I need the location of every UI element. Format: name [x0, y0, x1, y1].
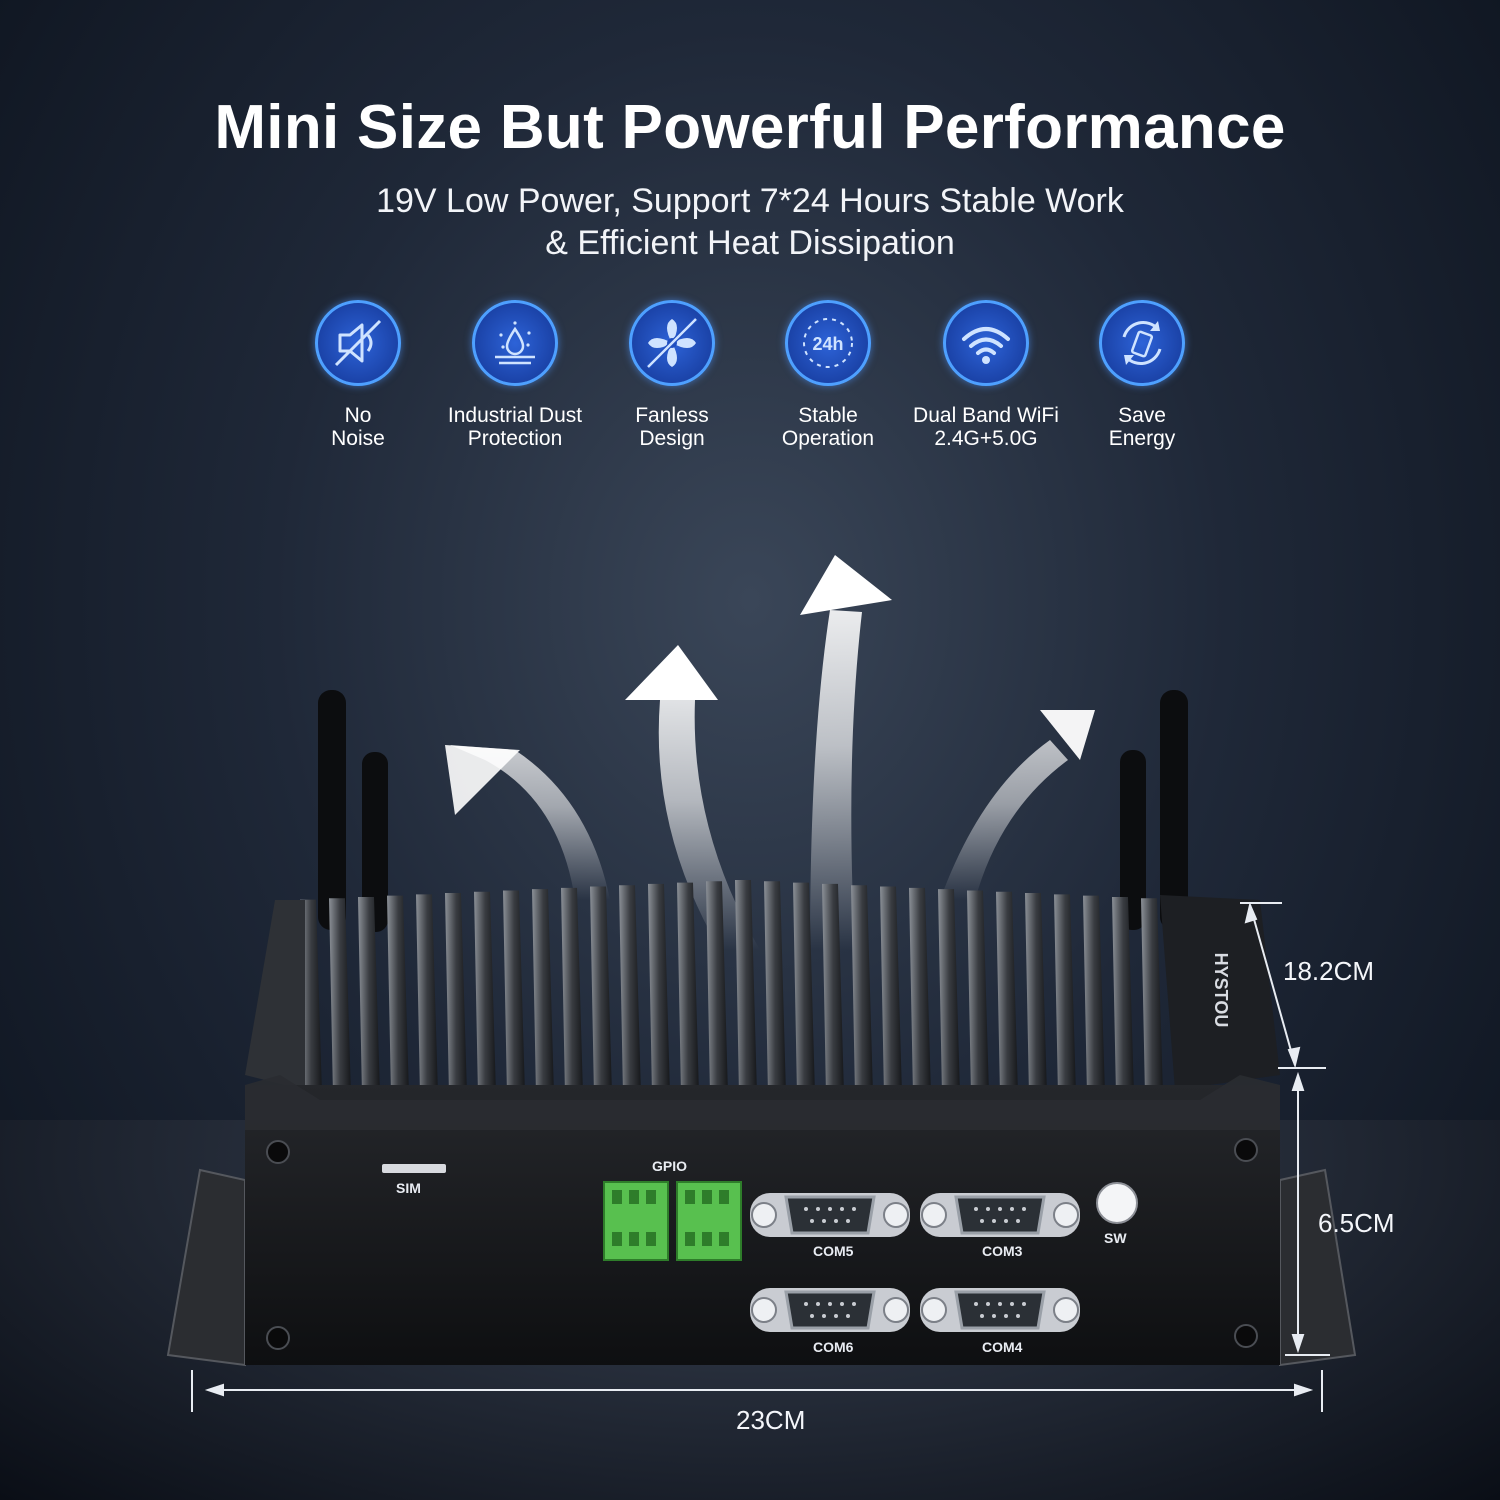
heatsink-fin — [474, 891, 496, 1095]
feature-label-line-1: Industrial Dust — [447, 404, 583, 427]
feature-label-line-2: 2.4G+5.0G — [934, 427, 1038, 450]
heatsink-fin — [445, 893, 467, 1095]
heatsink-fin — [880, 886, 902, 1095]
subheadline-line-2: & Efficient Heat Dissipation — [545, 224, 955, 262]
heatsink-fin — [1141, 898, 1163, 1095]
heatsink-fin — [590, 886, 612, 1095]
battery-cycle-icon — [1099, 300, 1185, 386]
depth-dimension-label: 18.2CM — [1283, 956, 1375, 986]
db9-port — [920, 1193, 1080, 1237]
heatsink-fin — [967, 890, 989, 1095]
feature-save-energy: Save Energy — [1052, 300, 1232, 450]
crossed-fan-icon — [629, 300, 715, 386]
right-bracket — [1279, 1168, 1357, 1367]
headline: Mini Size But Powerful Performance — [214, 93, 1286, 162]
com4-label: COM4 — [982, 1339, 1023, 1355]
com6-label: COM6 — [813, 1339, 854, 1355]
heatsink-fin — [851, 885, 873, 1095]
heatsink-fin — [996, 891, 1018, 1095]
wifi-icon — [943, 300, 1029, 386]
sw-label: SW — [1104, 1230, 1127, 1246]
heatsink-fin — [300, 899, 322, 1095]
24h-clock-icon: 24h — [785, 300, 871, 386]
heatsink-fin — [822, 883, 844, 1095]
gpio-label: GPIO — [652, 1158, 688, 1174]
muted-speaker-icon — [315, 300, 401, 386]
feature-label-line-1: Save — [1118, 404, 1166, 427]
sim-label: SIM — [396, 1180, 421, 1196]
feature-dual-band-wifi: Dual Band WiFi 2.4G+5.0G — [896, 300, 1076, 450]
feature-label-line-1: Dual Band WiFi — [913, 404, 1059, 427]
dimension-lines — [191, 901, 1330, 1412]
brand-mark: HYSTOU — [1211, 953, 1231, 1028]
antennas — [318, 690, 1188, 932]
right-side-block — [1160, 895, 1280, 1090]
heatsink-fin — [532, 889, 554, 1095]
heatsink-fin — [329, 898, 351, 1095]
heatsink-fin — [561, 887, 583, 1095]
dust-protection-icon — [472, 300, 558, 386]
heatsink-fin — [1025, 893, 1047, 1095]
heatsink-fin — [1112, 896, 1134, 1095]
heatsink-fin — [735, 880, 757, 1095]
feature-label-line-2: Energy — [1108, 427, 1176, 450]
feature-label-line-2: Operation — [781, 427, 875, 450]
heatsink-fin — [938, 889, 960, 1095]
db9-port — [750, 1193, 910, 1237]
heatsink-fin — [764, 881, 786, 1095]
feature-dust-protection: Industrial Dust Protection — [425, 300, 605, 450]
heatsink-fin — [387, 895, 409, 1095]
feature-stable-operation: 24h Stable Operation — [738, 300, 918, 450]
heatsink-fin — [706, 881, 728, 1095]
heatsink-fin — [1083, 895, 1105, 1095]
left-side-block — [245, 900, 305, 1090]
width-dimension-label: 23CM — [736, 1405, 806, 1435]
feature-label-line-1: Stable — [798, 404, 858, 427]
heat-arrows — [445, 555, 1095, 950]
feature-label-line-1: No — [344, 404, 372, 427]
power-switch — [1096, 1182, 1138, 1224]
heatsink-fin — [793, 882, 815, 1095]
db9-port — [920, 1288, 1080, 1332]
height-dimension-label: 6.5CM — [1318, 1208, 1395, 1238]
feature-label-line-2: Noise — [331, 427, 385, 450]
feature-row: No Noise Industrial Dust Protection — [0, 300, 1500, 460]
com5-label: COM5 — [813, 1243, 854, 1259]
feature-label-line-2: Design — [639, 427, 705, 450]
heatsink-fin — [677, 882, 699, 1095]
heatsink-fin — [503, 890, 525, 1095]
feature-label-line-2: Protection — [467, 427, 563, 450]
24h-badge: 24h — [812, 334, 843, 354]
feature-fanless: Fanless Design — [582, 300, 762, 450]
gpio-terminals — [603, 1181, 742, 1261]
heatsink-fin — [648, 883, 670, 1095]
panel-screws — [266, 1138, 1258, 1350]
db9-port — [750, 1288, 910, 1332]
heatsink-fin — [619, 885, 641, 1095]
heatsink-fin — [416, 894, 438, 1095]
heatsink-fin — [1054, 894, 1076, 1095]
feature-no-noise: No Noise — [268, 300, 448, 450]
subheadline-line-1: 19V Low Power, Support 7*24 Hours Stable… — [376, 182, 1124, 220]
heatsink-fin — [909, 887, 931, 1095]
com-ports — [750, 1193, 1080, 1332]
left-bracket — [166, 1168, 246, 1367]
com3-label: COM3 — [982, 1243, 1023, 1259]
heatsink-fin — [358, 896, 380, 1095]
feature-label-line-1: Fanless — [635, 404, 709, 427]
heatsink-fins — [300, 880, 1163, 1095]
sim-slot — [382, 1164, 446, 1173]
